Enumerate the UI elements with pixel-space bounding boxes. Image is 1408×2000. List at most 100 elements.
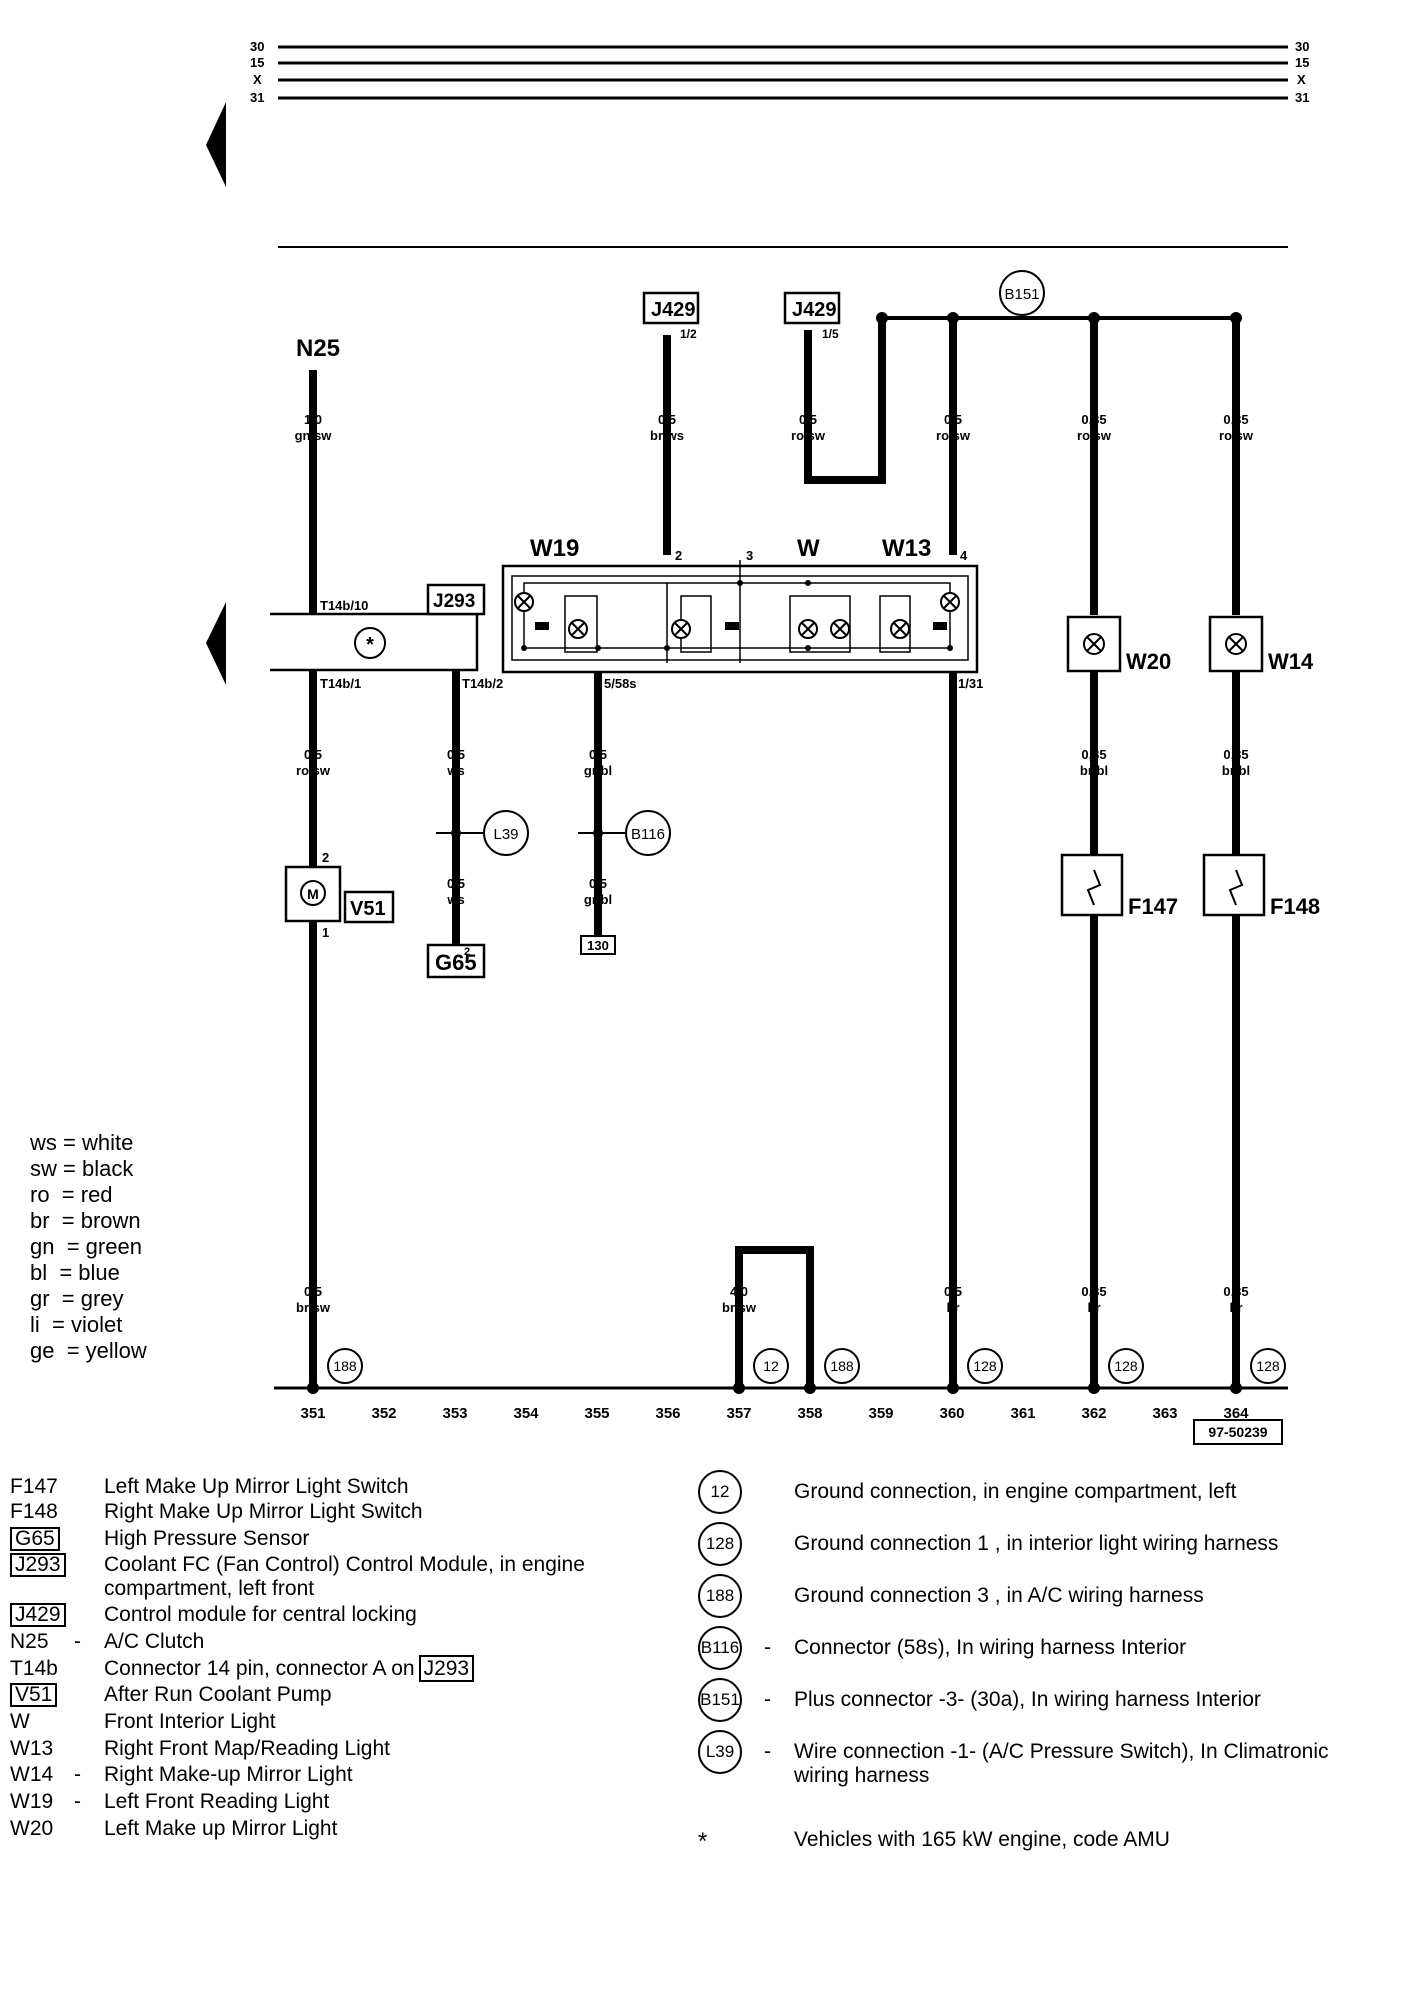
color-legend-item: br = brown [30, 1208, 141, 1233]
f148-switch: F148 [1202, 853, 1320, 919]
legend-dash: - [74, 1790, 81, 1813]
pin-t14b1: T14b/1 [320, 676, 361, 691]
wire-size-gnd360: 0,5 [944, 1284, 962, 1299]
legend-code: W13 [10, 1737, 54, 1760]
ground-legend-description: Connector (58s), In wiring harness Inter… [794, 1636, 1187, 1659]
wire-color-j429b: ro/sw [791, 428, 826, 443]
track-number: 351 [300, 1405, 325, 1422]
wire-color-b116a: gr/bl [584, 763, 612, 778]
legend-code: W14 [10, 1763, 54, 1786]
legend-code: T14b [10, 1657, 58, 1680]
rail-label-x-left: X [253, 72, 262, 87]
rail-label-15-right: 15 [1295, 55, 1309, 70]
track-number: 363 [1152, 1405, 1177, 1422]
legend-description: A/C Clutch [104, 1630, 205, 1653]
j429-box-1: J429 1/2 [642, 291, 700, 341]
svg-text:V51: V51 [350, 898, 386, 920]
wire-size-gnd362: 0,35 [1081, 1284, 1106, 1299]
legend-description: Left Make up Mirror Light [104, 1817, 338, 1840]
ground-legend-description: Ground connection 1 , in interior light … [794, 1532, 1279, 1555]
track-number: 356 [655, 1405, 680, 1422]
wire-color-w20bot: br/bl [1080, 763, 1108, 778]
wire-size-w14bot: 0,35 [1223, 747, 1248, 762]
track-number: 364 [1223, 1405, 1249, 1422]
pin-t14b10: T14b/10 [320, 598, 368, 613]
svg-text:2: 2 [322, 850, 329, 865]
pin-4: 4 [960, 548, 968, 563]
ref-130: 130 [580, 935, 616, 955]
track-number: 352 [371, 1405, 396, 1422]
color-legend-item: gn = green [30, 1234, 142, 1259]
legend-description: Right Front Map/Reading Light [104, 1737, 390, 1760]
wire-color-g65a: ws [446, 763, 464, 778]
ground-legend-symbol: * [698, 1828, 708, 1855]
svg-text:L39: L39 [493, 826, 518, 843]
wire-size-gnd364: 0,35 [1223, 1284, 1248, 1299]
w13-label: W13 [882, 535, 931, 562]
ground-legend-symbol: L39 [698, 1730, 742, 1774]
color-legend-item: gr = grey [30, 1286, 124, 1311]
w20-lamp: W20 [1066, 615, 1171, 674]
legend-description: Front Interior Light [104, 1710, 276, 1733]
ground-legend-symbol: 128 [698, 1522, 742, 1566]
wire-size-b116a: 0,5 [589, 747, 607, 762]
svg-text:G65: G65 [435, 950, 477, 975]
b151-connector: B151 [999, 270, 1045, 316]
svg-text:130: 130 [587, 938, 609, 953]
wire-size-gnd351: 0,5 [304, 1284, 322, 1299]
track-number: 353 [442, 1405, 467, 1422]
wire-color-gnd351: br/sw [296, 1300, 331, 1315]
pin-558s: 5/58s [604, 676, 637, 691]
track-number: 358 [797, 1405, 822, 1422]
legend-description: Right Make Up Mirror Light Switch [104, 1500, 423, 1523]
w14-lamp: W14 [1208, 615, 1314, 674]
pin-2: 2 [675, 548, 682, 563]
rail-label-x-right: X [1297, 72, 1306, 87]
fan-icon [354, 627, 386, 659]
wire-color-w14bot: br/bl [1222, 763, 1250, 778]
wire-size-j429b: 0,5 [799, 412, 817, 427]
rail-label-31-right: 31 [1295, 90, 1309, 105]
track-number: 355 [584, 1405, 609, 1422]
ground-legend-description: Wire connection -1- (A/C Pressure Switch… [794, 1740, 1329, 1787]
ground-legend-symbol: 12 [698, 1470, 742, 1514]
ground-symbol-188b: 188 [824, 1348, 860, 1384]
ground-legend-description: Vehicles with 165 kW engine, code AMU [794, 1828, 1170, 1851]
pin-3: 3 [746, 548, 753, 563]
legend-code: V51 [10, 1683, 58, 1707]
wire-color-gnd357: br/sw [722, 1300, 757, 1315]
ground-symbol-12: 12 [753, 1348, 789, 1384]
svg-text:B151: B151 [1004, 286, 1039, 303]
switch-icon [1228, 869, 1244, 906]
color-legend-item: bl = blue [30, 1260, 120, 1285]
ground-legend-dash: - [764, 1688, 771, 1711]
wire-color-gnd360: br [947, 1300, 960, 1315]
svg-text:97-50239: 97-50239 [1208, 1424, 1267, 1440]
rail-label-15-left: 15 [250, 55, 264, 70]
ground-legend-symbol: B151 [698, 1678, 742, 1722]
legend-code: G65 [10, 1527, 60, 1551]
wire-color-b116b: gr/bl [584, 892, 612, 907]
n25-label: N25 [296, 335, 340, 362]
motor-icon [300, 880, 326, 906]
wire-color-g65b: ws [446, 892, 464, 907]
legend-description: High Pressure Sensor [104, 1527, 310, 1550]
w19-label: W19 [530, 535, 579, 562]
svg-text:128: 128 [1114, 1358, 1138, 1374]
legend-code: W19 [10, 1790, 54, 1813]
svg-text:W20: W20 [1126, 649, 1171, 674]
track-number: 354 [513, 1405, 539, 1422]
svg-text:J429: J429 [651, 299, 696, 321]
wire-size-n25: 1,0 [304, 412, 322, 427]
wire-size-g65a: 0,5 [447, 747, 465, 762]
continuation-arrow-icon [206, 102, 226, 187]
ground-legend-dash: - [764, 1636, 771, 1659]
ground-legend-description: Ground connection 3 , in A/C wiring harn… [794, 1584, 1204, 1607]
l39-connector: L39 [483, 810, 529, 856]
svg-text:B116: B116 [631, 826, 665, 843]
wire-size-w13top: 0,5 [944, 412, 962, 427]
svg-text:1/2: 1/2 [680, 327, 697, 341]
legend-code: F147 [10, 1475, 58, 1498]
